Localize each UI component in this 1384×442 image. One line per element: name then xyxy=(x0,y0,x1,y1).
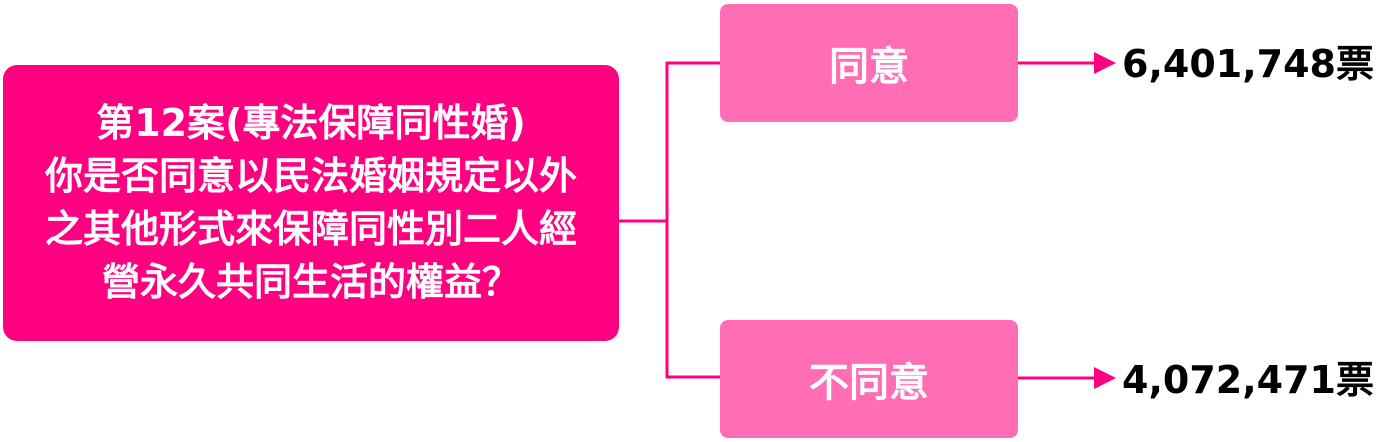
question-line-1: 第12案(專法保障同性婚) xyxy=(96,101,526,145)
agree-box: 同意 xyxy=(720,4,1018,122)
disagree-label: 不同意 xyxy=(809,360,929,406)
disagree-arrow-head xyxy=(1094,367,1116,389)
question-box: 第12案(專法保障同性婚) 你是否同意以民法婚姻規定以外 之其他形式來保障同性別… xyxy=(3,65,619,341)
agree-vote-count: 6,401,748票 xyxy=(1122,42,1374,86)
disagree-vote-count: 4,072,471票 xyxy=(1122,358,1374,402)
question-line-2: 你是否同意以民法婚姻規定以外 xyxy=(44,154,577,198)
disagree-box: 不同意 xyxy=(720,320,1018,438)
agree-arrow-head xyxy=(1094,52,1116,74)
agree-label: 同意 xyxy=(829,44,909,90)
question-line-3: 之其他形式來保障同性別二人經 xyxy=(44,207,577,251)
question-line-4: 營永久共同生活的權益？ xyxy=(101,260,520,304)
